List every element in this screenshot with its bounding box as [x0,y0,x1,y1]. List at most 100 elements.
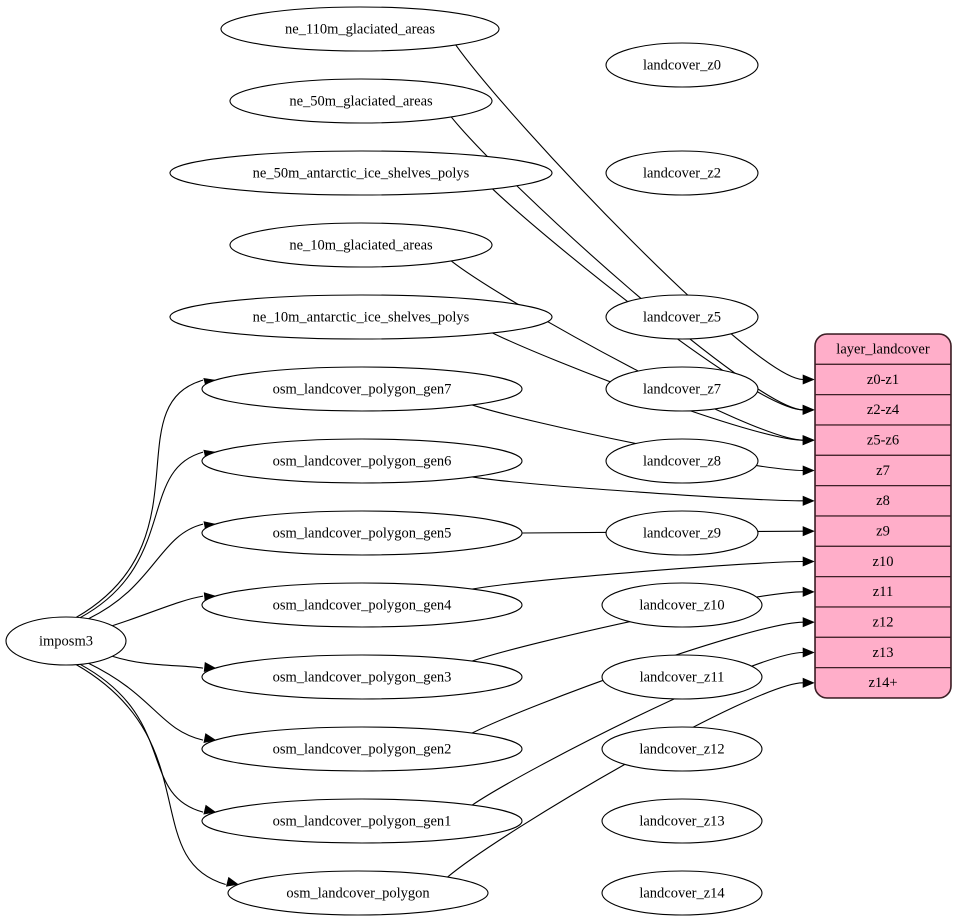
table-row-cell [815,606,951,638]
table-row-cell [815,515,951,547]
node-osm_landcover_polygon_gen2[interactable]: osm_landcover_polygon_gen2 [201,726,523,772]
node-osm_landcover_polygon_gen3[interactable]: osm_landcover_polygon_gen3 [201,654,523,700]
node-shape [601,654,763,700]
edge-osm_landcover_polygon-to-landcover_z14 [447,677,815,878]
node-landcover_z0[interactable]: landcover_z0 [605,42,759,88]
edge-osm_landcover_polygon_gen6-to-landcover_z8 [472,476,815,506]
node-landcover_z2[interactable]: landcover_z2 [605,150,759,196]
node-shape [601,582,763,628]
edge-line [450,116,804,411]
node-landcover_z8[interactable]: landcover_z8 [605,438,759,484]
node-shape [201,726,523,772]
table-row-cell [815,454,951,487]
node-landcover_z13[interactable]: landcover_z13 [601,798,763,844]
node-landcover_z11[interactable]: landcover_z11 [601,654,763,700]
node-shape [201,366,523,412]
node-landcover_z12[interactable]: landcover_z12 [601,726,763,772]
edge-imposm3-to-osm_landcover_polygon [75,664,239,887]
table-row[interactable]: z2-z4 [815,394,951,426]
table-row-cell [815,485,951,517]
table-row[interactable]: z11 [815,576,951,608]
edge-arrowhead [802,374,815,385]
table-row[interactable]: z5-z6 [815,424,951,456]
edge-arrowhead [203,733,217,743]
edge-arrowhead [802,586,815,597]
node-osm_landcover_polygon_gen7[interactable]: osm_landcover_polygon_gen7 [201,366,523,412]
edge-arrowhead [802,526,815,537]
table-outline [814,333,952,699]
table-row[interactable]: z14+ [815,667,951,698]
node-shape [5,616,127,666]
node-shape [220,6,500,52]
table-row-cell [815,636,951,669]
node-ne_10m_antarctic_ice_shelves_polys[interactable]: ne_10m_antarctic_ice_shelves_polys [169,294,553,340]
edge-arrowhead [802,435,815,446]
edge-line [75,664,226,885]
edge-arrowhead [802,647,815,658]
node-osm_landcover_polygon_gen4[interactable]: osm_landcover_polygon_gen4 [201,582,523,628]
edge-line [455,44,804,381]
table-row[interactable]: z7 [815,454,951,487]
node-landcover_z5[interactable]: landcover_z5 [605,294,759,340]
table-row[interactable]: z9 [815,515,951,547]
node-osm_landcover_polygon[interactable]: osm_landcover_polygon [227,870,489,916]
table-row[interactable]: z12 [815,606,951,638]
edge-line [112,595,204,627]
node-ne_50m_antarctic_ice_shelves_polys[interactable]: ne_50m_antarctic_ice_shelves_polys [169,150,553,196]
node-shape [201,510,523,556]
edge-imposm3-to-osm_landcover_polygon_gen7 [75,378,217,618]
table-row[interactable]: z8 [815,485,951,517]
table-row[interactable]: z13 [815,636,951,669]
edge-arrowhead [225,876,239,887]
node-landcover_z10[interactable]: landcover_z10 [601,582,763,628]
edge-osm_landcover_polygon_gen4-to-landcover_z10 [472,556,815,590]
node-shape [601,798,763,844]
table-row-cell [815,545,951,578]
node-imposm3[interactable]: imposm3 [5,616,127,666]
table-header-row[interactable]: layer_landcover [815,334,951,365]
node-landcover_z9[interactable]: landcover_z9 [605,510,759,556]
table-row-cell [815,576,951,608]
node-ne_10m_glaciated_areas[interactable]: ne_10m_glaciated_areas [229,222,493,268]
edge-arrowhead [802,617,815,628]
edge-line [472,560,804,590]
edge-line [79,451,204,619]
table-row[interactable]: z0-z1 [815,363,951,396]
node-landcover_z7[interactable]: landcover_z7 [605,366,759,412]
table-header-cell [815,334,951,365]
node-osm_landcover_polygon_gen1[interactable]: osm_landcover_polygon_gen1 [201,798,523,844]
edge-osm_landcover_polygon_gen1-to-landcover_z13 [471,647,815,806]
nodes-layer: imposm3 ne_110m_glaciated_areas ne_50m_gla… [5,6,763,916]
table-row-cell [815,424,951,456]
edge-arrowhead [802,465,815,476]
node-shape [605,438,759,484]
edge-arrowhead [203,804,217,815]
node-shape [605,150,759,196]
table-row[interactable]: z10 [815,545,951,578]
node-shape [169,150,553,196]
edge-line [88,523,204,620]
node-shape [605,510,759,556]
layer-landcover-table[interactable]: layer_landcoverz0-z1z2-z4z5-z6z7z8z9z10z… [814,333,952,699]
node-shape [227,870,489,916]
edge-line [471,651,804,806]
edge-ne_110m_glaciated_areas-to-landcover_z0 [455,44,815,385]
node-osm_landcover_polygon_gen5[interactable]: osm_landcover_polygon_gen5 [201,510,523,556]
node-shape [605,294,759,340]
node-ne_110m_glaciated_areas[interactable]: ne_110m_glaciated_areas [220,6,500,52]
edge-imposm3-to-osm_landcover_polygon_gen1 [79,663,217,815]
node-osm_landcover_polygon_gen6[interactable]: osm_landcover_polygon_gen6 [201,438,523,484]
edge-imposm3-to-osm_landcover_polygon_gen4 [112,592,217,627]
node-shape [201,798,523,844]
node-shape [229,78,493,124]
edge-line [472,476,804,502]
node-ne_50m_glaciated_areas[interactable]: ne_50m_glaciated_areas [229,78,493,124]
node-shape [169,294,553,340]
edge-arrowhead [802,556,815,567]
node-shape [229,222,493,268]
node-shape [601,870,763,916]
table-row-cell [815,363,951,396]
node-landcover_z14[interactable]: landcover_z14 [601,870,763,916]
node-shape [201,582,523,628]
